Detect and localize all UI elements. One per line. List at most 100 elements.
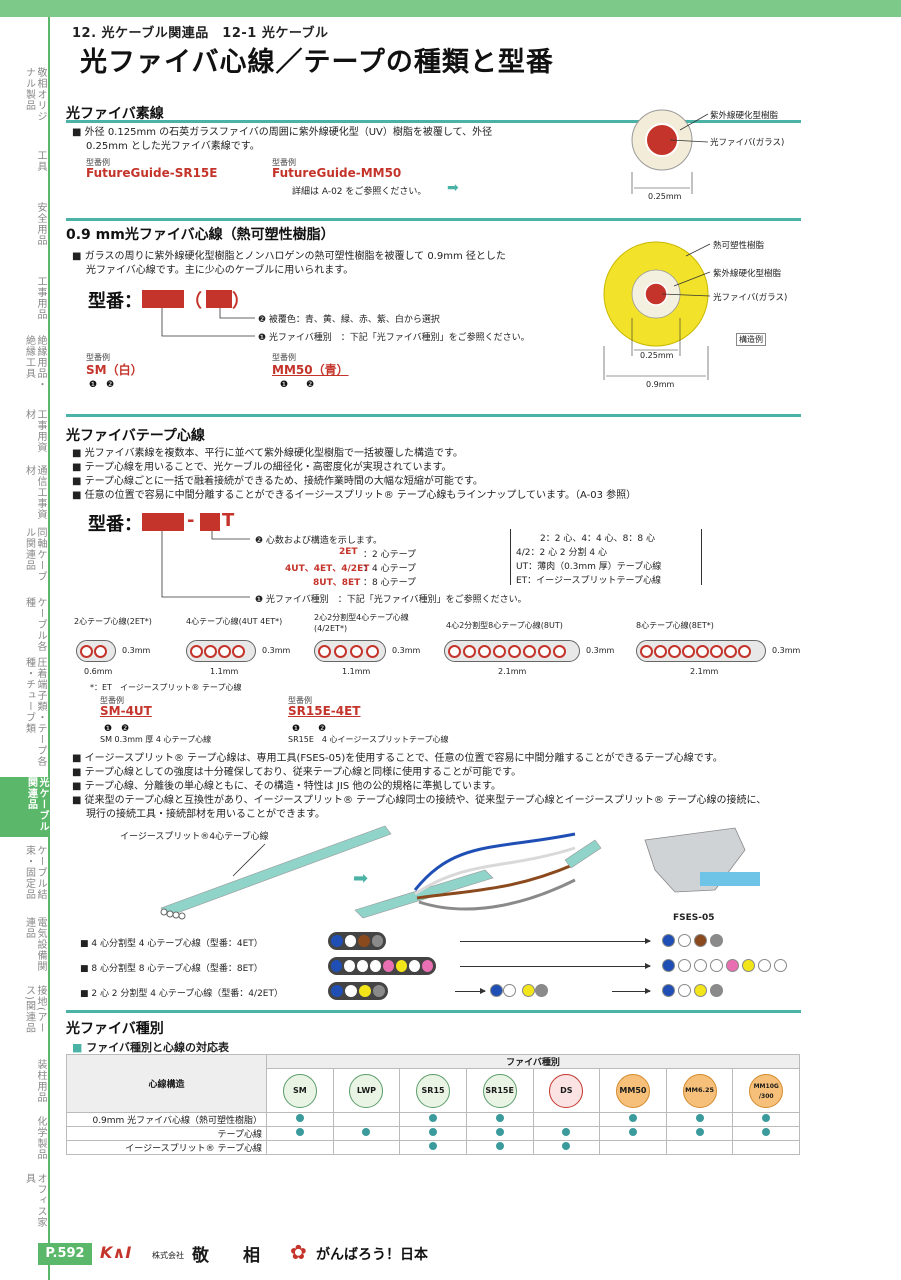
bullet-text: 光ファイバ素線を複数本、平行に並べて紫外線硬化型樹脂で一括被覆した構造です。 [72,447,463,461]
sidebar-item-pole[interactable]: 装柱用品 [35,1059,46,1103]
fiber-white [409,960,420,972]
table-row: イージースプリット® テープ心線 [66,1140,800,1155]
sidebar-item-electrical[interactable]: 電気設備関連品 [23,917,47,972]
legend-line: 4/2：2 心 2 分割 4 心 [516,548,607,558]
sidebar-item-optical[interactable]: 光ケーブル関連品 [0,777,48,837]
fiber-blue [331,985,343,997]
fiber-brown [694,934,707,947]
diagram-caption: 構造例 [736,333,766,346]
row-name: 0.9mm 光ファイバ心線（熱可塑性樹脂） [66,1112,267,1127]
mark-cell [732,1126,800,1141]
sidebar-item-construction[interactable]: 工事用品 [35,276,46,320]
mark-cell [266,1140,334,1155]
example-model: SM-4UT [100,704,152,718]
fiber-gray [535,984,548,997]
legend-line: UT：薄肉（0.3mm 厚）テープ心線 [516,562,662,572]
section-heading-fiber-types: 光ファイバ種別 [66,1021,164,1037]
mark-dot [762,1114,771,1122]
example-numbers: ❶ ❷ [104,724,130,734]
section-heading-tape: 光ファイバテープ心線 [66,428,205,444]
fiber [508,644,521,658]
sidebar-item-binding[interactable]: ケーブル結束・固定品 [23,845,47,900]
fiber-gray [710,934,723,947]
section-rule [66,218,801,221]
fiber-blue [662,959,675,972]
fiber [538,644,551,658]
arrow-icon [460,938,651,944]
sidebar-item-telecom[interactable]: 通信工事資材 [23,465,47,520]
sidebar-item-safety[interactable]: 安全用品 [35,202,46,246]
split-fibers [662,984,723,997]
bullet-text: テープ心線、分離後の単心線ともに、その構造・特性は JIS 他の公的規格に準拠し… [72,780,501,794]
page-title: 光ファイバ心線／テープの種類と型番 [80,47,554,78]
fiber [334,644,347,658]
tape-type-8: 8UT、8ET [313,578,361,588]
reference-note: 詳細は A-02 をご参照ください。 [292,187,427,197]
arrow-icon [460,963,651,969]
tape-dim-h: 0.3mm [122,646,151,655]
example-label: 型番例 [86,353,110,362]
tape-type-8-desc: ：8 心テープ [363,578,417,588]
mark-cell [599,1126,667,1141]
tape-dim-h: 0.3mm [772,646,801,655]
tape-dim-w: 2.1mm [498,667,527,676]
fiber [696,644,709,658]
body-text: ガラスの周りに紫外線硬化型樹脂とノンハロゲンの熱可塑性樹脂を被覆して 0.9mm… [72,250,506,264]
sidebar-item-chemical[interactable]: 化学製品 [35,1116,46,1160]
bullet-text: 現行の接続工具・接続部材を用いることができます。 [86,809,325,820]
legend-line: 2：2 心、4：4 心、8：8 心 [540,534,655,544]
model-dash: - [187,510,195,531]
tape-dim-w: 0.6mm [84,667,113,676]
arrow-icon [612,988,651,994]
bullet-text: テープ心線としての強度は十分確保しており、従来テープ心線と同様に使用することが可… [72,766,522,780]
sidebar-item-tools[interactable]: 工具 [35,150,46,172]
fiber-pink [422,960,433,972]
model-note-1: ❶ 光ファイバ種別 ：下記「光ファイバ種別」をご参照ください。 [255,595,527,605]
example-label: 型番例 [100,696,124,705]
arrow-icon: ➡ [447,180,459,196]
fiber-gray [373,985,385,997]
mark-cell [599,1112,667,1127]
top-color-bar [0,0,901,17]
example-model: FutureGuide-MM50 [272,166,402,180]
tape-type-2-desc: ：2 心テープ [363,550,417,560]
type-sm: SM [266,1068,334,1113]
leader-lines [161,531,250,598]
sidebar-item-materials[interactable]: 工事用資材 [23,409,47,453]
diagram-label-glass: 光ファイバ(ガラス) [710,138,785,148]
fiber-type-table: 心線構造 ファイバ種別 SM LWP SR15 SR15E DS MM50 MM… [66,1054,800,1155]
fiber [448,644,461,658]
row-name: テープ心線 [66,1126,267,1141]
fiber-white [678,959,691,972]
model-slot-1 [142,513,184,531]
tape-4UT [186,640,256,662]
tape-dim-h: 0.3mm [392,646,421,655]
mark-cell [266,1112,334,1127]
sidebar-item-coax[interactable]: 同軸ケーブル関連品 [23,527,47,582]
example-numbers: ❶ ❷ [280,380,315,390]
table-row: 0.9mm 光ファイバ心線（熱可塑性樹脂） [66,1112,800,1127]
split-fibers [662,934,723,947]
fiber [640,644,653,658]
mark-cell [465,1112,534,1127]
body-text: 光ファイバ心線です。主に少心のケーブルに用いられます。 [86,265,354,276]
mark-cell [532,1140,601,1155]
tape-type-4: 4UT、4ET、4/2ET [285,564,370,574]
sidebar-item-original[interactable]: 敬相オリジナル製品 [23,67,47,122]
mark-cell [665,1126,734,1141]
fiber [318,644,331,658]
fiber-white [694,959,707,972]
sidebar-item-insulation[interactable]: 絶縁用品・絶縁工具 [23,335,47,390]
fiber-gray [371,935,383,947]
sidebar-item-grounding[interactable]: 接地(アース)関連品 [23,985,47,1034]
type-mm10g: MM10G /300 [732,1068,800,1113]
tape-dim-h: 0.3mm [586,646,615,655]
fiber [218,644,231,658]
sidebar-item-office[interactable]: オフィス家具 [23,1173,47,1228]
section-rule [66,414,801,417]
sidebar-item-cables[interactable]: ケーブル各種 [23,597,47,652]
fiber [738,644,751,658]
company-prefix: 株式会社 [152,1251,184,1260]
sidebar-item-terminals[interactable]: 圧着端子類・テープ各種・チューブ類 [23,657,47,767]
tape-label: 8心テープ心線(8ET*) [636,621,714,630]
